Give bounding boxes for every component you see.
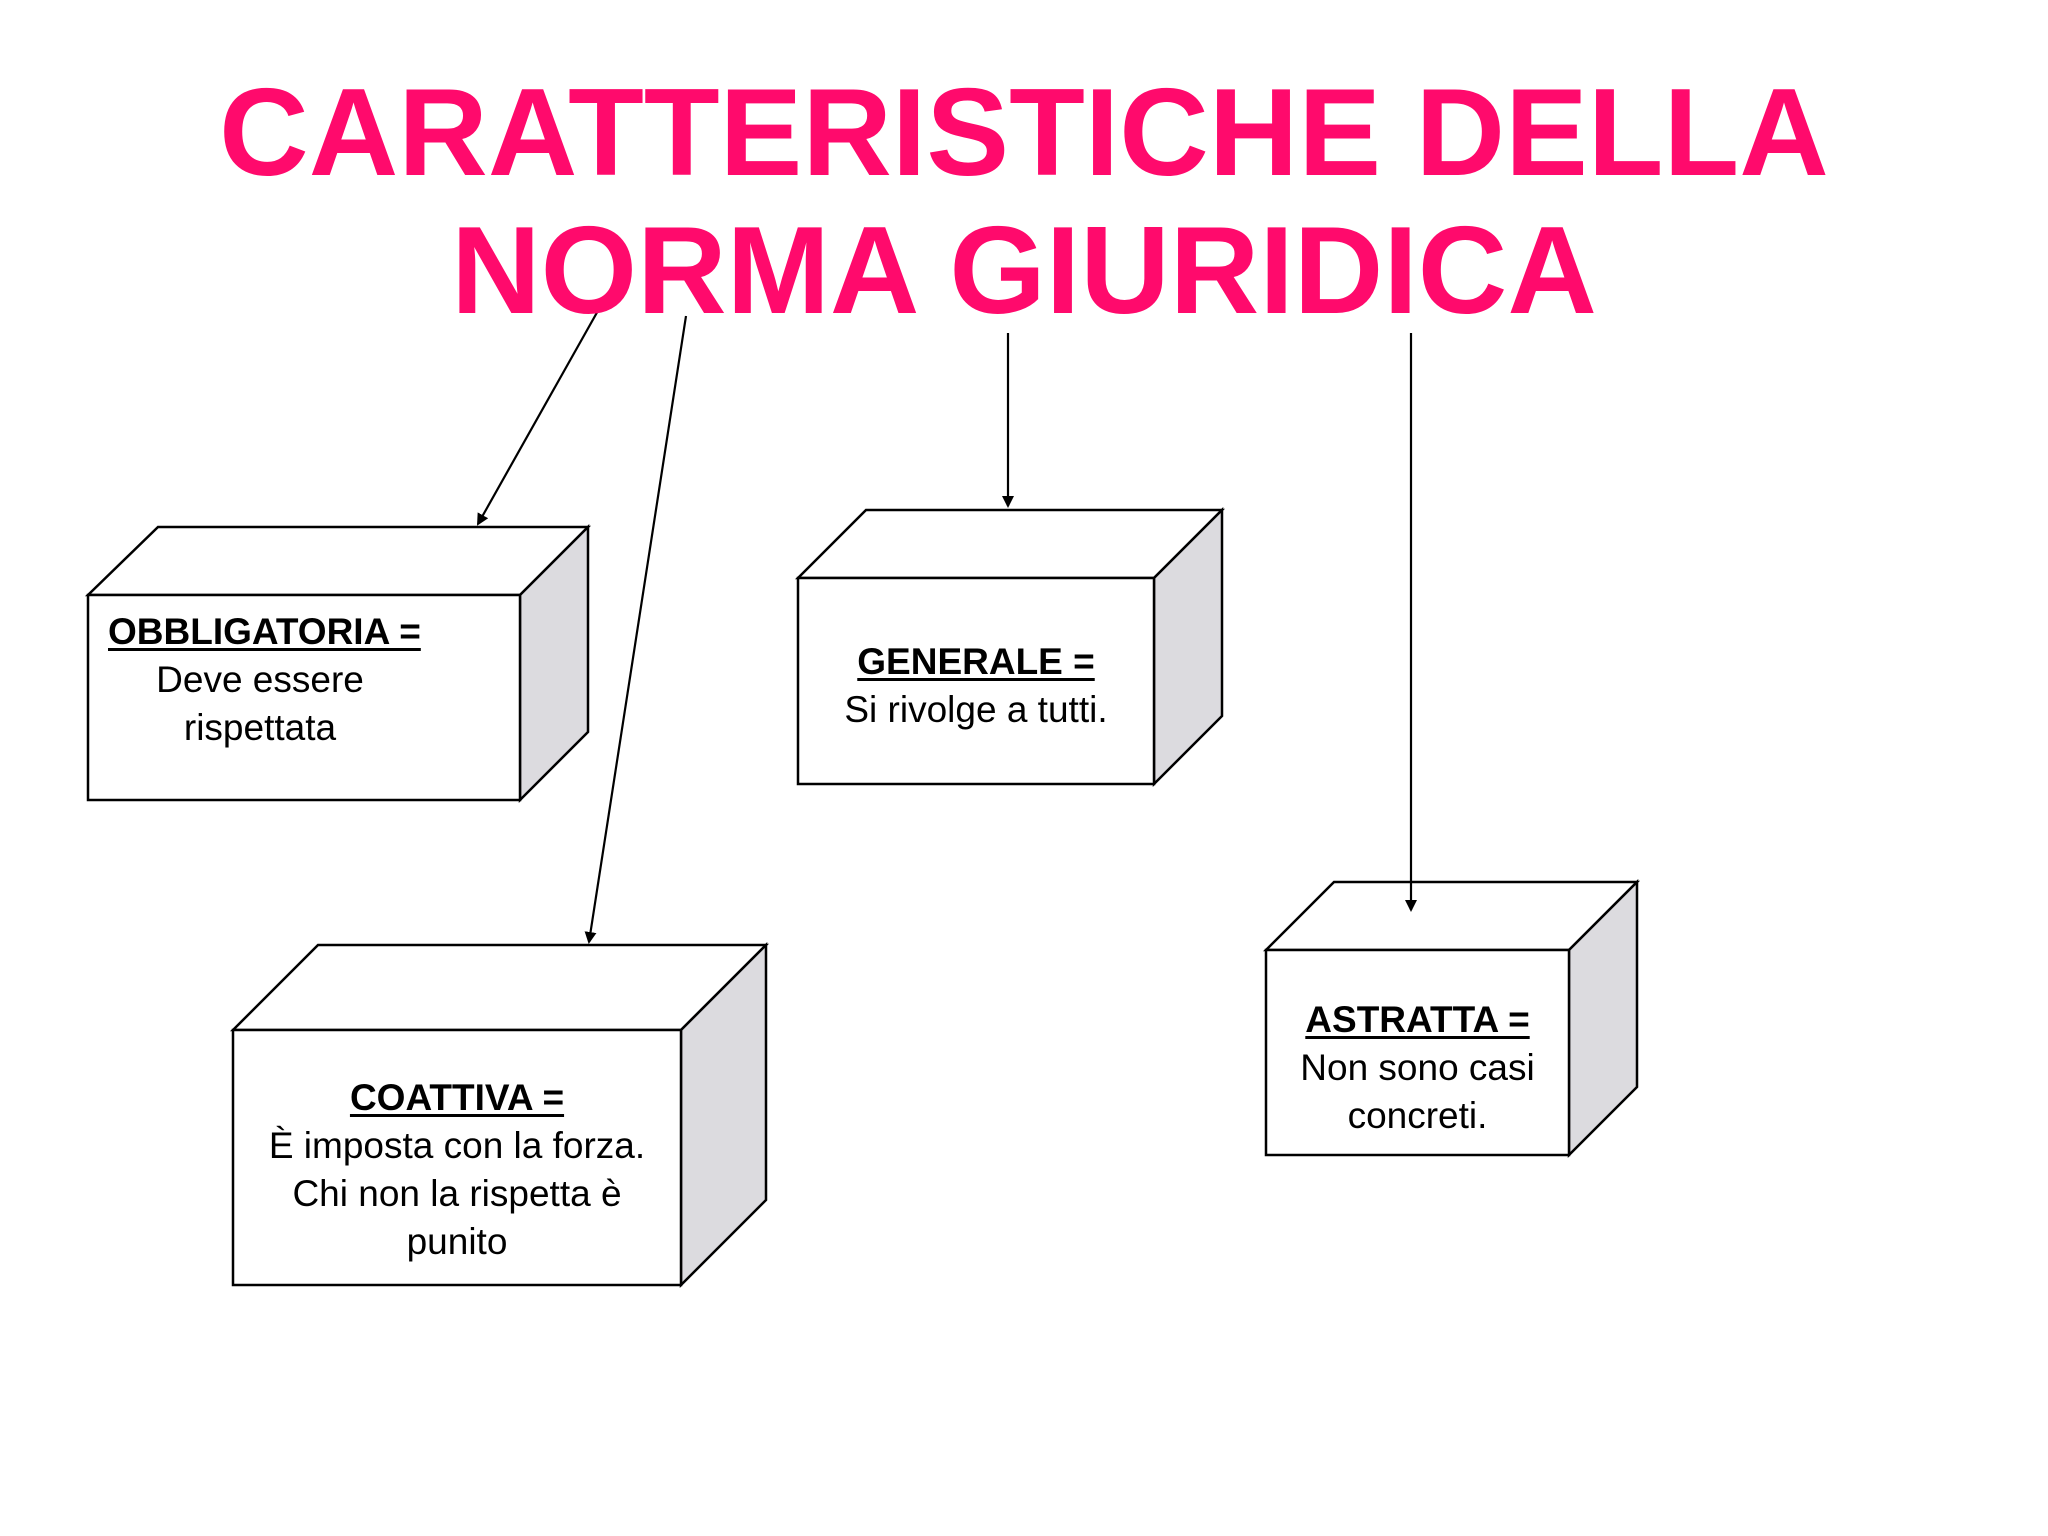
- box-obbligatoria: [84, 523, 592, 804]
- page-title: CARATTERISTICHE DELLA NORMA GIURIDICA: [0, 64, 2048, 340]
- box-obbligatoria-desc-2: rispettata: [183, 707, 337, 748]
- box-astratta-text: ASTRATTA = Non sono casi concreti.: [1266, 996, 1569, 1140]
- box-astratta-front-face: [1264, 948, 1571, 1157]
- page-title-line-1: CARATTERISTICHE DELLA: [219, 64, 1829, 202]
- box-obbligatoria-top-face: [84, 525, 592, 597]
- box-generale-front-face: [796, 576, 1156, 786]
- arrow-to-obbligatoria: [477, 299, 605, 526]
- box-obbligatoria-desc-1: Deve essere: [156, 659, 364, 700]
- box-generale-top-face: [794, 508, 1226, 580]
- box-coattiva-heading: COATTIVA =: [349, 1077, 565, 1118]
- box-coattiva-front-face: [231, 1028, 683, 1287]
- box-coattiva-top-face: [229, 943, 770, 1032]
- box-obbligatoria-heading: OBBLIGATORIA =: [108, 611, 421, 652]
- box-obbligatoria-front-face: [86, 593, 522, 802]
- box-generale-text: GENERALE = Si rivolge a tutti.: [798, 638, 1154, 734]
- box-coattiva-desc-2: Chi non la rispetta è: [292, 1173, 622, 1214]
- box-astratta-desc-1: Non sono casi: [1300, 1047, 1535, 1088]
- box-coattiva: [229, 941, 770, 1289]
- box-generale: [794, 506, 1226, 788]
- box-coattiva-desc-1: È imposta con la forza.: [268, 1125, 646, 1166]
- box-astratta-desc-2: concreti.: [1347, 1095, 1488, 1136]
- box-coattiva-desc-3: punito: [406, 1221, 508, 1262]
- box-coattiva-text: COATTIVA = È imposta con la forza. Chi n…: [233, 1074, 681, 1266]
- box-astratta-heading: ASTRATTA =: [1305, 999, 1530, 1040]
- box-astratta: [1262, 878, 1641, 1159]
- box-generale-heading: GENERALE =: [857, 641, 1095, 682]
- box-generale-desc-1: Si rivolge a tutti.: [844, 689, 1108, 730]
- box-obbligatoria-text: OBBLIGATORIA = Deve essere rispettata: [88, 608, 520, 752]
- arrow-to-coattiva: [584, 315, 688, 944]
- page-title-line-2: NORMA GIURIDICA: [451, 202, 1597, 340]
